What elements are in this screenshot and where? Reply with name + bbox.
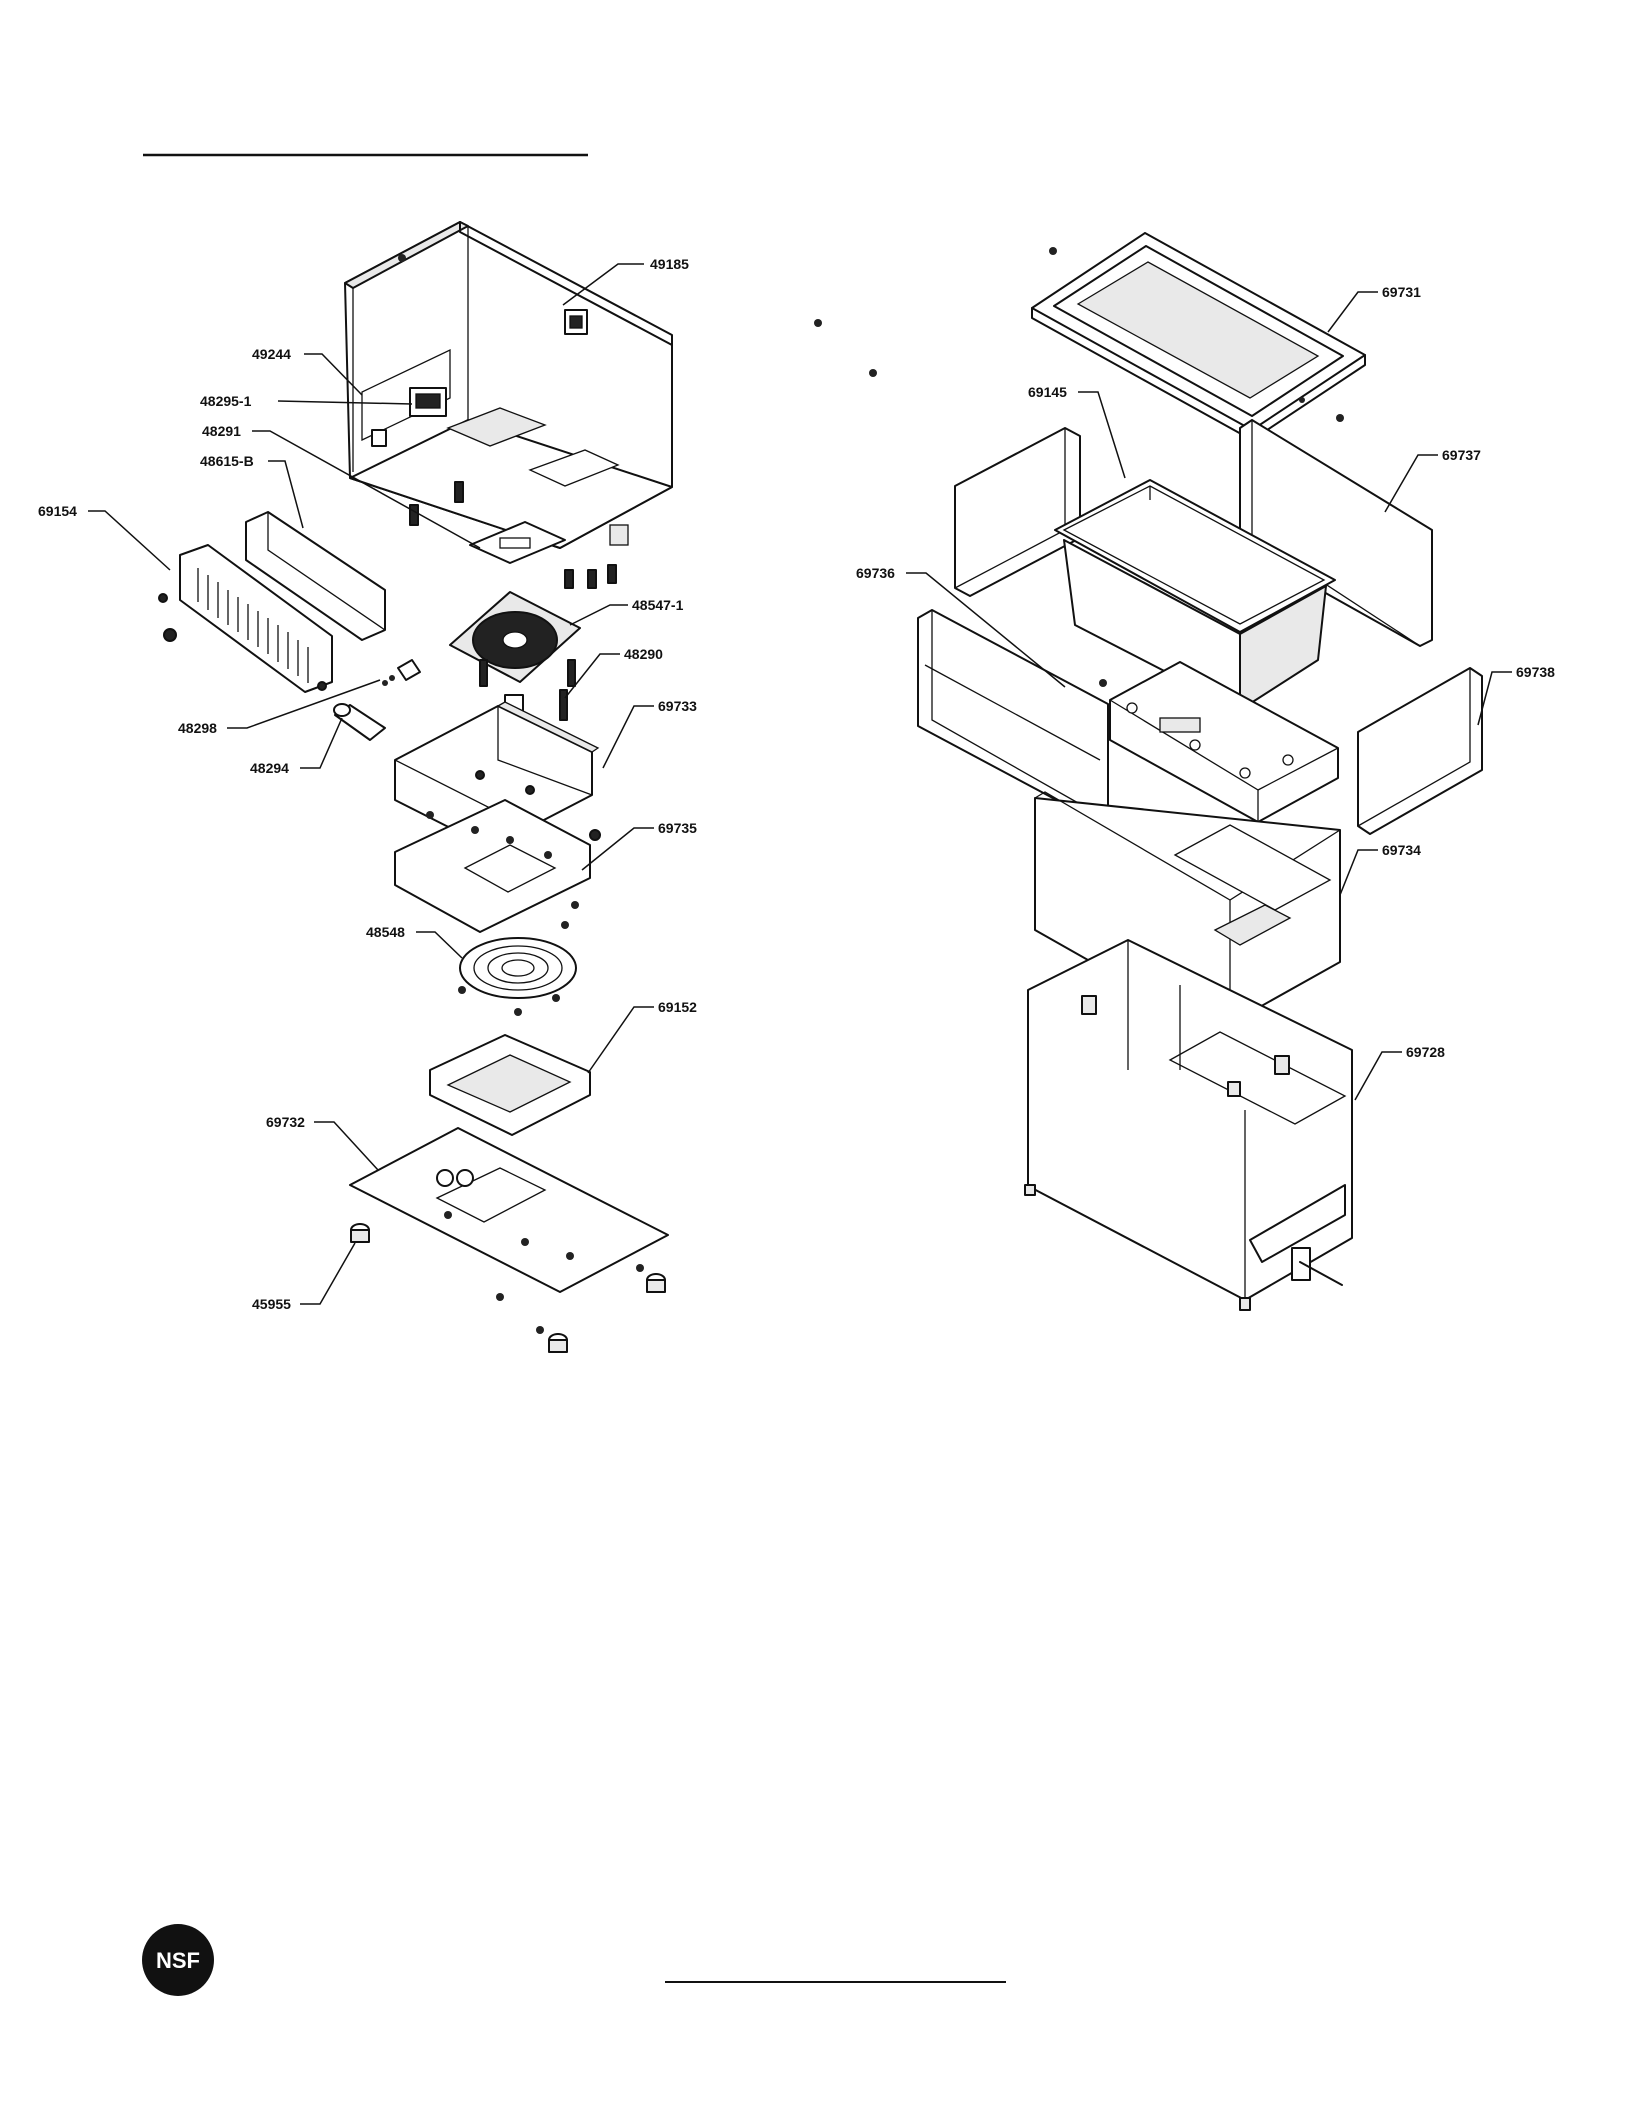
label-45955: 45955 <box>252 1296 291 1312</box>
part-clip-48298 <box>382 660 420 686</box>
label-48548: 48548 <box>366 924 405 940</box>
nsf-logo-text: NSF <box>156 1948 200 1973</box>
label-69732: 69732 <box>266 1114 305 1130</box>
part-lid-69731 <box>1032 233 1365 440</box>
label-69154: 69154 <box>38 503 77 519</box>
part-insulation-69738 <box>1358 668 1482 834</box>
label-69731: 69731 <box>1382 284 1421 300</box>
label-48615-B: 48615-B <box>200 453 254 469</box>
label-69145: 69145 <box>1028 384 1067 400</box>
label-49244: 49244 <box>252 346 291 362</box>
part-plate-69735 <box>395 800 590 932</box>
part-fan-48547-1 <box>450 592 580 686</box>
part-floor-plate <box>1099 662 1338 822</box>
part-cover-69152 <box>430 1035 590 1135</box>
label-69738: 69738 <box>1516 664 1555 680</box>
label-69736: 69736 <box>856 565 895 581</box>
label-69737: 69737 <box>1442 447 1481 463</box>
label-48547-1: 48547-1 <box>632 597 684 613</box>
label-69734: 69734 <box>1382 842 1421 858</box>
part-insulation-69736 <box>918 610 1108 820</box>
part-fan-guard-48548 <box>458 938 576 1016</box>
part-base-plate-69732 <box>350 1128 668 1334</box>
part-cabinet-69728 <box>1025 940 1352 1310</box>
right-exploded-view: 69731 69145 69737 69736 69738 69734 6972… <box>814 233 1555 1310</box>
label-48298: 48298 <box>178 720 217 736</box>
part-insulation-left-back <box>955 428 1080 596</box>
label-49185: 49185 <box>650 256 689 272</box>
label-69735: 69735 <box>658 820 697 836</box>
part-pin-48294 <box>334 704 385 740</box>
label-69152: 69152 <box>658 999 697 1015</box>
label-69728: 69728 <box>1406 1044 1445 1060</box>
nsf-logo: NSF <box>142 1924 214 1996</box>
label-69733: 69733 <box>658 698 697 714</box>
label-48295-1: 48295-1 <box>200 393 252 409</box>
label-48290: 48290 <box>624 646 663 662</box>
label-48294: 48294 <box>250 760 289 776</box>
left-exploded-view: 49185 49244 48295-1 48291 48615-B 69154 … <box>38 222 697 1352</box>
label-48291: 48291 <box>202 423 241 439</box>
